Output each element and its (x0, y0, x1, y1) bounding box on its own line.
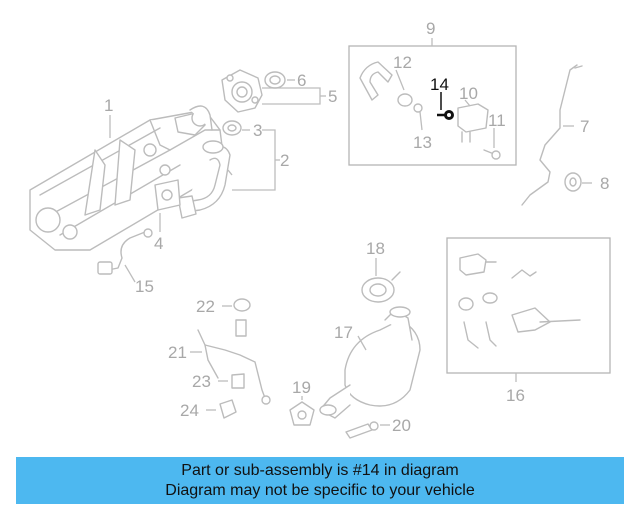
part-4-gasket[interactable] (154, 179, 181, 211)
label-18: 18 (366, 239, 385, 258)
part-3-seal[interactable] (222, 120, 242, 136)
label-13: 13 (413, 133, 432, 152)
caption-line-1: Part or sub-assembly is #14 in diagram (181, 462, 459, 479)
label-7: 7 (580, 117, 589, 136)
label-10: 10 (459, 84, 478, 103)
part-5-flange[interactable] (221, 69, 263, 113)
part-24-clip[interactable] (219, 399, 237, 419)
part-2-egr-pipe[interactable] (177, 140, 231, 219)
part-17-converter[interactable] (319, 306, 421, 419)
label-1: 1 (104, 96, 113, 115)
label-4: 4 (154, 234, 163, 253)
label-3: 3 (253, 121, 262, 140)
part-15-sensor[interactable] (97, 228, 153, 275)
label-2: 2 (280, 151, 289, 170)
label-20: 20 (392, 416, 411, 435)
part-20-stud[interactable] (345, 421, 379, 439)
parts-diagram: 1 6 5 3 2 4 15 (29, 19, 611, 439)
label-17: 17 (334, 323, 353, 342)
caption-line-2: Diagram may not be specific to your vehi… (165, 482, 475, 499)
label-14: 14 (430, 75, 449, 94)
part-16-components[interactable] (458, 253, 581, 349)
part-6-gasket[interactable] (264, 71, 286, 89)
caption-banner: Part or sub-assembly is #14 in diagram D… (16, 457, 624, 504)
label-11: 11 (488, 111, 506, 130)
part-23-clip[interactable] (231, 373, 245, 389)
label-5: 5 (328, 87, 337, 106)
label-8: 8 (600, 174, 609, 193)
label-12: 12 (393, 53, 412, 72)
label-16: 16 (506, 386, 525, 405)
label-6: 6 (297, 71, 306, 90)
part-11-bolt[interactable] (483, 149, 501, 160)
label-19: 19 (292, 378, 311, 397)
label-23: 23 (192, 372, 211, 391)
part-19-gasket[interactable] (289, 401, 315, 426)
part-14-bolt[interactable] (437, 110, 454, 120)
part-18-gasket[interactable] (361, 271, 401, 303)
part-12-hose[interactable] (359, 61, 393, 101)
group-box-16 (446, 237, 611, 374)
part-10-sensor[interactable] (457, 103, 489, 143)
label-15: 15 (135, 277, 154, 296)
part-22-clip[interactable] (233, 298, 251, 337)
part-1-egr-cooler[interactable] (29, 105, 226, 251)
part-8-grommet[interactable] (564, 172, 582, 192)
label-24: 24 (180, 401, 199, 420)
part-21-tube[interactable] (197, 329, 271, 405)
label-9: 9 (426, 19, 435, 38)
part-7-pipe[interactable] (521, 64, 583, 206)
label-21: 21 (168, 343, 187, 362)
part-13-clamp[interactable] (397, 93, 423, 113)
label-22: 22 (196, 297, 215, 316)
